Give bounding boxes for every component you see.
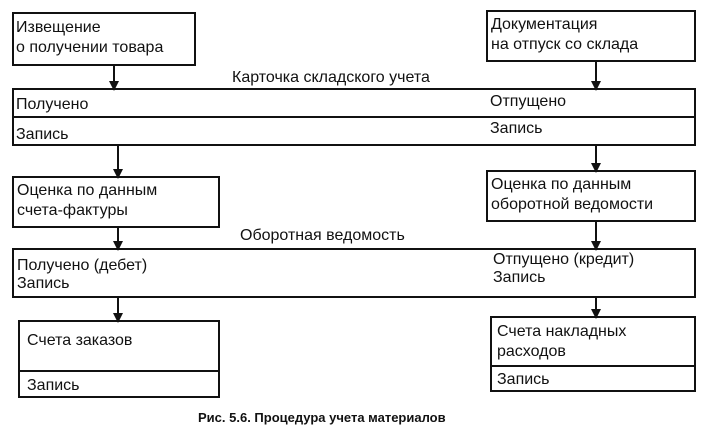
orders-record: Запись <box>27 377 80 394</box>
turnover-title: Оборотная ведомость <box>240 227 405 244</box>
eval-turnover-text: Оценка по данным оборотной ведомости <box>491 176 654 213</box>
orders-divider <box>18 370 220 372</box>
card-issued: Отпущено <box>490 93 567 110</box>
overhead-divider <box>490 365 696 367</box>
notice-box <box>12 12 196 66</box>
card-divider <box>12 116 696 118</box>
card-record-left: Запись <box>16 126 69 143</box>
turnover-received: Получено (дебет) <box>17 257 148 274</box>
turnover-box <box>12 248 696 298</box>
notice-text: Извещение о получении товара <box>16 19 164 56</box>
turnover-issued: Отпущено (кредит) <box>493 251 635 268</box>
overhead-text: Счета накладных расходов <box>497 323 627 360</box>
figure-caption: Рис. 5.6. Процедура учета материалов <box>198 410 446 425</box>
turnover-record-right: Запись <box>493 269 546 286</box>
turnover-record-left: Запись <box>17 275 70 292</box>
docs-box <box>486 10 696 62</box>
eval-invoice-text: Оценка по данным счета-фактуры <box>17 182 158 219</box>
orders-box <box>18 320 220 398</box>
overhead-record: Запись <box>497 371 550 388</box>
orders-text: Счета заказов <box>27 332 133 349</box>
docs-text: Документация на отпуск со склада <box>491 16 639 53</box>
card-title: Карточка складского учета <box>232 69 430 86</box>
card-received: Получено <box>16 96 89 113</box>
card-record-right: Запись <box>490 120 543 137</box>
